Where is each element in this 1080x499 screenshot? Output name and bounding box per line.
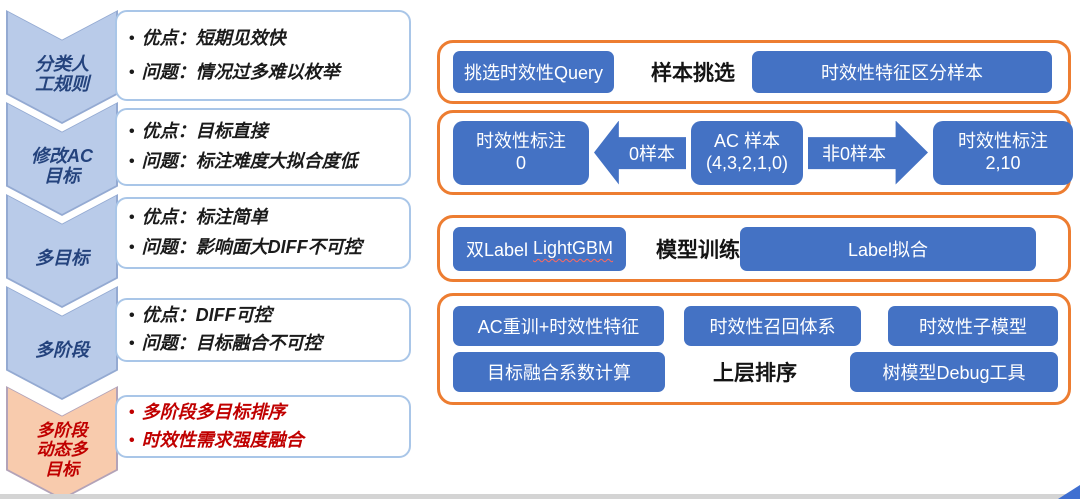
button-tree-model-debug-tool: 树模型Debug工具 bbox=[850, 352, 1058, 392]
arrow-left-icon: 0样本 bbox=[594, 120, 686, 185]
arrow-right-label: 非0样本 bbox=[821, 143, 886, 164]
chevron-stage-5-fill: 多阶段 动态多 目标 bbox=[8, 388, 116, 498]
chevron-stage-4-label: 多阶段 bbox=[35, 339, 89, 360]
bullet-item: 问题：标注难度大拟合度低 bbox=[129, 151, 401, 173]
button-ac-retrain-timeliness-features: AC重训+时效性特征 bbox=[453, 306, 664, 346]
stage3-center-label: 模型训练 bbox=[656, 238, 740, 262]
note-box-1: 优点：短期见效快 问题：情况过多难以枚举 bbox=[115, 10, 411, 101]
stage4-row-1: AC重训+时效性特征 时效性召回体系 时效性子模型 bbox=[453, 306, 1058, 346]
bullet-item: 优点：短期见效快 bbox=[129, 28, 401, 50]
button-pick-timeliness-query: 挑选时效性Query bbox=[453, 51, 614, 93]
chevron-stage-1-label: 分类人 工规则 bbox=[35, 53, 89, 94]
arrow-right-icon: 非0样本 bbox=[808, 120, 928, 185]
bullet-item: 优点：目标直接 bbox=[129, 121, 401, 143]
chevron-stage-5: 多阶段 动态多 目标 bbox=[6, 386, 118, 499]
pipeline-stage-upper-ranking: AC重训+时效性特征 时效性召回体系 时效性子模型 目标融合系数计算 上层排序 … bbox=[437, 293, 1071, 405]
chevron-stage-1: 分类人 工规则 bbox=[6, 10, 118, 124]
note-box-4: 优点：DIFF可控 问题：目标融合不可控 bbox=[115, 298, 411, 362]
bullet-item: 时效性需求强度融合 bbox=[129, 430, 401, 452]
box-ac-samples: AC 样本 (4,3,2,1,0) bbox=[691, 120, 803, 185]
note-box-2: 优点：目标直接 问题：标注难度大拟合度低 bbox=[115, 108, 411, 186]
bullet-item: 优点：标注简单 bbox=[129, 207, 401, 229]
button-dual-label-lightgbm: 双Label LightGBM bbox=[453, 226, 626, 271]
bottom-edge-bar bbox=[0, 494, 1080, 499]
pipeline-stage-sample-selection: 挑选时效性Query 样本挑选 时效性特征区分样本 bbox=[437, 40, 1071, 104]
pipeline-stage-labeling: 时效性标注 0 0样本 AC 样本 (4,3,2,1,0) 非0样本 时效性标注… bbox=[437, 110, 1073, 195]
chevron-stage-5-label: 多阶段 动态多 目标 bbox=[36, 421, 88, 479]
stage1-center-label: 样本挑选 bbox=[651, 62, 735, 85]
note-box-5: 多阶段多目标排序 时效性需求强度融合 bbox=[115, 395, 411, 458]
bullet-item: 问题：目标融合不可控 bbox=[129, 333, 401, 355]
chevron-stage-3-label: 多目标 bbox=[35, 247, 89, 268]
button-label-fitting: Label拟合 bbox=[740, 226, 1036, 271]
box-timeliness-label-0: 时效性标注 0 bbox=[453, 120, 589, 185]
bullet-item: 优点：DIFF可控 bbox=[129, 305, 401, 327]
pipeline-stage-model-training: 双Label LightGBM 模型训练 Label拟合 bbox=[437, 215, 1071, 282]
note-box-3: 优点：标注简单 问题：影响面大DIFF不可控 bbox=[115, 197, 411, 269]
bullet-item: 问题：情况过多难以枚举 bbox=[129, 62, 401, 84]
lightgbm-text: LightGBM bbox=[533, 238, 614, 258]
button-timeliness-feature-split-samples: 时效性特征区分样本 bbox=[752, 51, 1052, 93]
box-timeliness-label-2-10: 时效性标注 2,10 bbox=[933, 120, 1073, 185]
chevron-stage-1-fill: 分类人 工规则 bbox=[8, 12, 116, 122]
bullet-item: 多阶段多目标排序 bbox=[129, 402, 401, 424]
stage4-row-2: 目标融合系数计算 上层排序 树模型Debug工具 bbox=[453, 352, 1058, 392]
chevron-stage-2-label: 修改AC 目标 bbox=[31, 145, 93, 186]
bullet-item: 问题：影响面大DIFF不可控 bbox=[129, 237, 401, 259]
arrow-left-label: 0样本 bbox=[628, 143, 675, 164]
stage4-center-label: 上层排序 bbox=[713, 362, 797, 385]
dual-label-text: 双Label bbox=[465, 239, 528, 260]
button-timeliness-submodel: 时效性子模型 bbox=[888, 306, 1058, 346]
corner-triangle-icon bbox=[1058, 485, 1080, 499]
button-objective-fusion-coefficient: 目标融合系数计算 bbox=[453, 352, 665, 392]
button-timeliness-recall-system: 时效性召回体系 bbox=[684, 306, 861, 346]
